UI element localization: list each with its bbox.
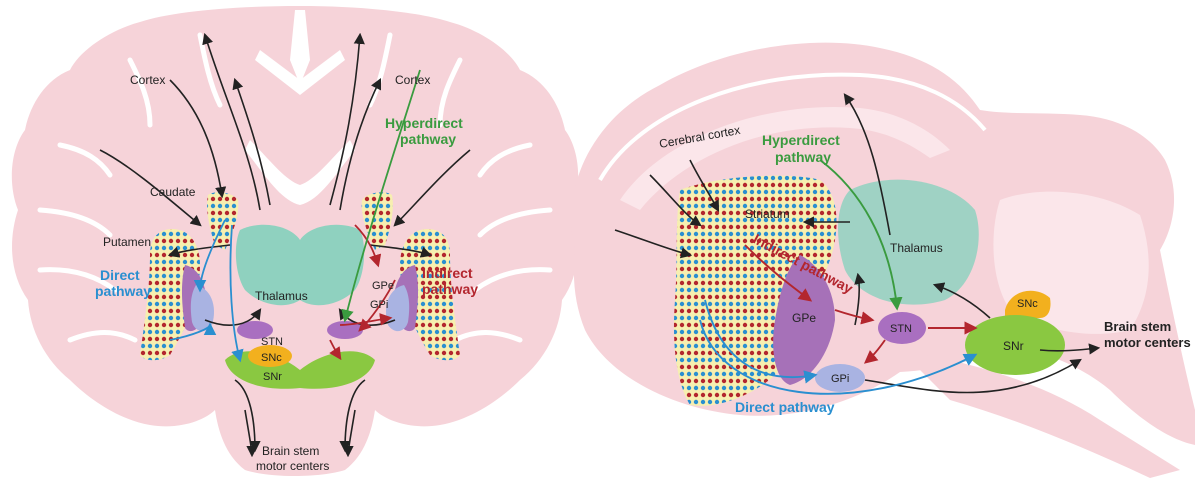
label-direct-line2: pathway [95,283,151,299]
label-direct-line1: Direct [100,267,140,283]
label-snr-coronal: SNr [263,371,282,383]
label-hyperdirect-line2: pathway [400,131,456,147]
label-cortex-left: Cortex [130,73,165,87]
label-gpe-coronal: GPe [372,280,394,292]
label-stn-coronal: STN [261,336,283,348]
label-striatum: Striatum [745,207,790,221]
label-putamen: Putamen [103,235,151,249]
label-snc-coronal: SNc [261,352,282,364]
label-snr-sagittal: SNr [1003,339,1024,353]
label-stn-sagittal: STN [890,323,912,335]
label-direct-sagittal: Direct pathway [735,399,835,415]
label-hyperdirect-sagittal-line2: pathway [775,149,831,165]
label-indirect-line2: pathway [422,281,478,297]
label-snc-sagittal: SNc [1017,298,1038,310]
label-gpi-sagittal: GPi [831,373,849,385]
label-hyperdirect-sagittal-line1: Hyperdirect [762,132,840,148]
label-hyperdirect-line1: Hyperdirect [385,115,463,131]
label-thalamus-coronal: Thalamus [255,289,308,303]
label-cortex-right: Cortex [395,73,430,87]
label-gpi-coronal: GPi [370,299,388,311]
label-thalamus-sagittal: Thalamus [890,241,943,255]
label-gpe-sagittal: GPe [792,311,816,325]
label-caudate: Caudate [150,185,196,199]
label-brainstem-line2: motor centers [256,459,329,473]
label-indirect-line1: Indirect [422,265,473,281]
label-brainstem-sagittal-line2: motor centers [1104,335,1191,350]
label-brainstem-line1: Brain stem [262,444,319,458]
label-brainstem-sagittal-line1: Brain stem [1104,319,1171,334]
